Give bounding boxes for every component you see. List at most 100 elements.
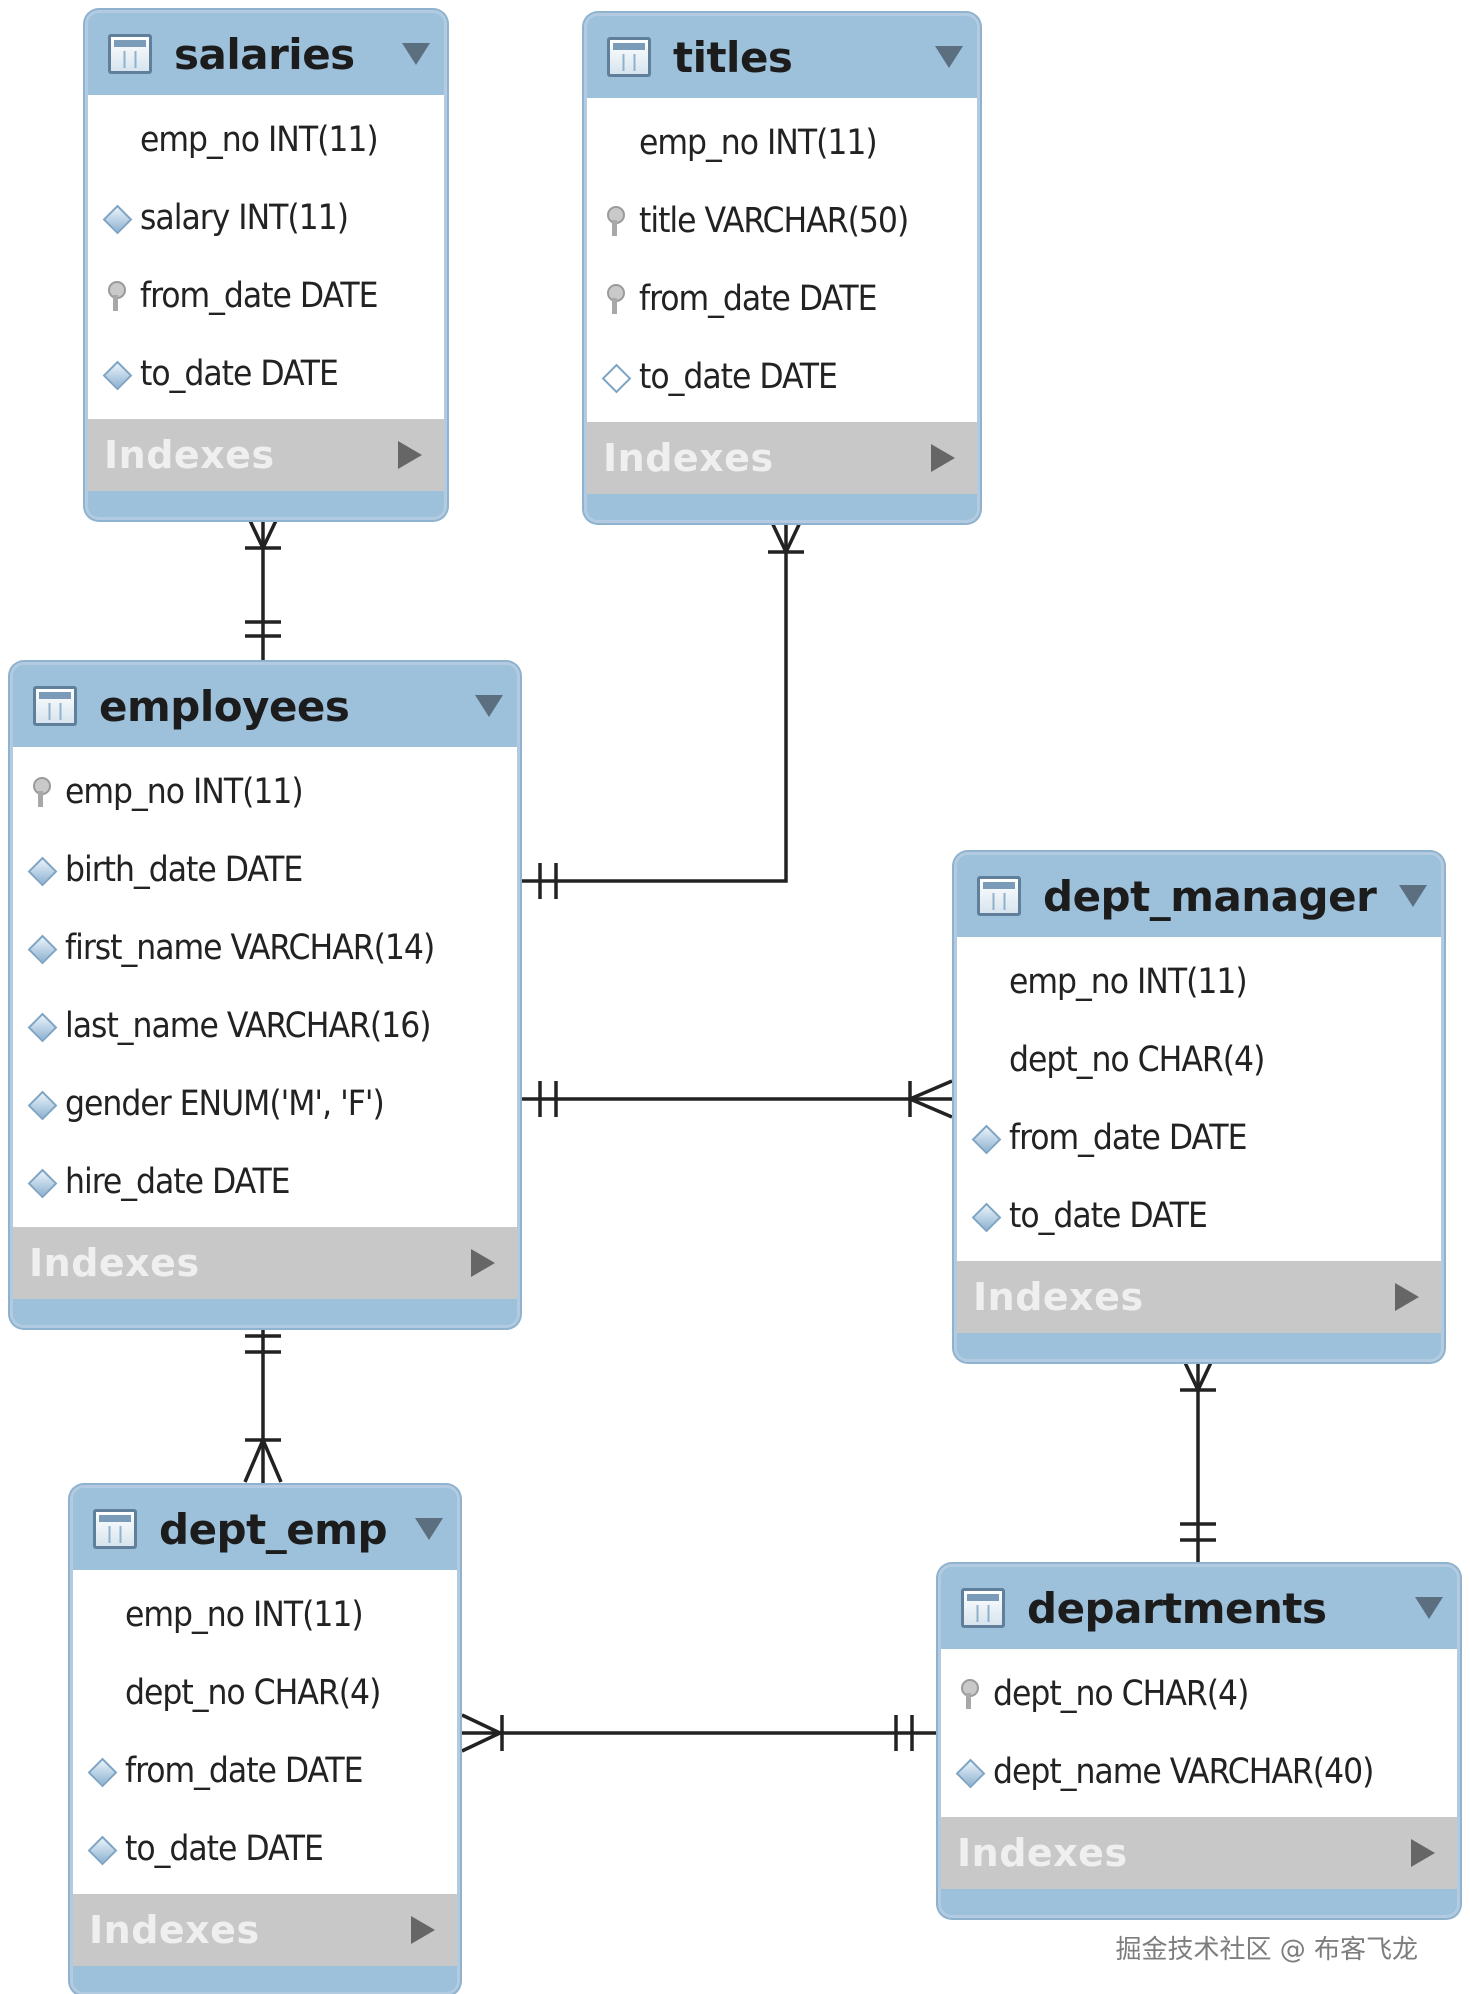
- column-row[interactable]: from_date DATE: [88, 257, 444, 335]
- chevron-down-icon[interactable]: [475, 695, 503, 717]
- play-arrow-icon: [398, 441, 422, 469]
- indexes-toggle[interactable]: Indexes: [941, 1817, 1457, 1889]
- chevron-down-icon[interactable]: [1415, 1597, 1443, 1619]
- column-label: emp_no INT(11): [1009, 962, 1248, 1002]
- table-header[interactable]: titles: [587, 16, 977, 98]
- indexes-toggle[interactable]: Indexes: [587, 422, 977, 494]
- column-label: from_date DATE: [140, 276, 378, 316]
- column-row[interactable]: emp_no INT(11): [957, 943, 1441, 1021]
- column-row[interactable]: from_date DATE: [587, 260, 977, 338]
- column-row[interactable]: emp_no INT(11): [13, 753, 517, 831]
- table-icon: [977, 876, 1021, 916]
- column-label: title VARCHAR(50): [639, 201, 909, 241]
- column-row[interactable]: to_date DATE: [957, 1177, 1441, 1255]
- column-label: emp_no INT(11): [140, 120, 379, 160]
- chevron-down-icon[interactable]: [1399, 885, 1427, 907]
- blank-icon: [971, 1045, 999, 1075]
- table-footer: [13, 1299, 517, 1325]
- key-icon: [955, 1679, 983, 1709]
- diamond-icon: [27, 1167, 55, 1197]
- diamond-open-icon: [601, 362, 629, 392]
- table-icon: [33, 686, 77, 726]
- key-icon: [27, 777, 55, 807]
- table-header[interactable]: dept_emp: [73, 1488, 457, 1570]
- chevron-down-icon[interactable]: [935, 46, 963, 68]
- diamond-icon: [87, 1834, 115, 1864]
- table-title: salaries: [174, 29, 355, 79]
- table-dept-manager[interactable]: dept_manager emp_no INT(11) dept_no CHAR…: [954, 852, 1444, 1362]
- play-arrow-icon: [471, 1249, 495, 1277]
- indexes-label: Indexes: [89, 1908, 260, 1952]
- indexes-toggle[interactable]: Indexes: [88, 419, 444, 491]
- table-title: dept_emp: [159, 1504, 388, 1554]
- table-title: departments: [1027, 1583, 1327, 1633]
- column-row[interactable]: first_name VARCHAR(14): [13, 909, 517, 987]
- column-row[interactable]: salary INT(11): [88, 179, 444, 257]
- column-row[interactable]: to_date DATE: [88, 335, 444, 413]
- column-list: emp_no INT(11) dept_no CHAR(4) from_date…: [73, 1570, 457, 1894]
- column-row[interactable]: from_date DATE: [957, 1099, 1441, 1177]
- column-row[interactable]: emp_no INT(11): [587, 104, 977, 182]
- column-row[interactable]: last_name VARCHAR(16): [13, 987, 517, 1065]
- key-icon: [601, 206, 629, 236]
- table-dept-emp[interactable]: dept_emp emp_no INT(11) dept_no CHAR(4) …: [70, 1485, 460, 1994]
- column-row[interactable]: from_date DATE: [73, 1732, 457, 1810]
- column-label: first_name VARCHAR(14): [65, 928, 435, 968]
- diamond-icon: [87, 1756, 115, 1786]
- diamond-icon: [955, 1757, 983, 1787]
- column-row[interactable]: gender ENUM('M', 'F'): [13, 1065, 517, 1143]
- column-label: dept_no CHAR(4): [125, 1673, 381, 1713]
- relationship-salaries-employees: [243, 508, 283, 660]
- column-row[interactable]: emp_no INT(11): [88, 101, 444, 179]
- table-header[interactable]: salaries: [88, 13, 444, 95]
- column-row[interactable]: birth_date DATE: [13, 831, 517, 909]
- indexes-label: Indexes: [973, 1275, 1144, 1319]
- column-label: hire_date DATE: [65, 1162, 291, 1202]
- diamond-icon: [27, 933, 55, 963]
- column-row[interactable]: to_date DATE: [73, 1810, 457, 1888]
- column-label: emp_no INT(11): [125, 1595, 364, 1635]
- column-label: gender ENUM('M', 'F'): [65, 1084, 385, 1124]
- column-label: emp_no INT(11): [65, 772, 304, 812]
- table-header[interactable]: departments: [941, 1567, 1457, 1649]
- chevron-down-icon[interactable]: [402, 43, 430, 65]
- relationship-employees-dept-emp: [243, 1318, 283, 1483]
- table-footer: [587, 494, 977, 520]
- column-label: to_date DATE: [639, 357, 838, 397]
- diamond-icon: [27, 1089, 55, 1119]
- column-row[interactable]: hire_date DATE: [13, 1143, 517, 1221]
- chevron-down-icon[interactable]: [415, 1518, 443, 1540]
- indexes-label: Indexes: [29, 1241, 200, 1285]
- watermark: 掘金技术社区 @ 布客飞龙: [1115, 1935, 1418, 1965]
- table-departments[interactable]: departments dept_no CHAR(4) dept_name VA…: [938, 1564, 1460, 1918]
- table-header[interactable]: dept_manager: [957, 855, 1441, 937]
- indexes-toggle[interactable]: Indexes: [957, 1261, 1441, 1333]
- table-header[interactable]: employees: [13, 665, 517, 747]
- indexes-toggle[interactable]: Indexes: [13, 1227, 517, 1299]
- play-arrow-icon: [1411, 1839, 1435, 1867]
- table-titles[interactable]: titles emp_no INT(11) title VARCHAR(50) …: [584, 13, 980, 523]
- relationship-departments-dept-manager: [1178, 1350, 1218, 1562]
- table-salaries[interactable]: salaries emp_no INT(11) salary INT(11) f…: [85, 10, 447, 520]
- table-employees[interactable]: employees emp_no INT(11) birth_date DATE…: [10, 662, 520, 1328]
- column-row[interactable]: dept_no CHAR(4): [941, 1655, 1457, 1733]
- table-footer: [957, 1333, 1441, 1359]
- column-list: emp_no INT(11) salary INT(11) from_date …: [88, 95, 444, 419]
- diamond-icon: [971, 1123, 999, 1153]
- table-icon: [607, 37, 651, 77]
- column-list: emp_no INT(11) birth_date DATE first_nam…: [13, 747, 517, 1227]
- column-row[interactable]: dept_name VARCHAR(40): [941, 1733, 1457, 1811]
- column-label: dept_no CHAR(4): [1009, 1040, 1265, 1080]
- column-label: dept_name VARCHAR(40): [993, 1752, 1374, 1792]
- indexes-toggle[interactable]: Indexes: [73, 1894, 457, 1966]
- blank-icon: [601, 128, 629, 158]
- column-list: emp_no INT(11) title VARCHAR(50) from_da…: [587, 98, 977, 422]
- column-row[interactable]: dept_no CHAR(4): [957, 1021, 1441, 1099]
- column-label: to_date DATE: [1009, 1196, 1208, 1236]
- column-row[interactable]: title VARCHAR(50): [587, 182, 977, 260]
- column-row[interactable]: emp_no INT(11): [73, 1576, 457, 1654]
- column-row[interactable]: dept_no CHAR(4): [73, 1654, 457, 1732]
- diamond-icon: [102, 359, 130, 389]
- column-row[interactable]: to_date DATE: [587, 338, 977, 416]
- column-list: dept_no CHAR(4) dept_name VARCHAR(40): [941, 1649, 1457, 1817]
